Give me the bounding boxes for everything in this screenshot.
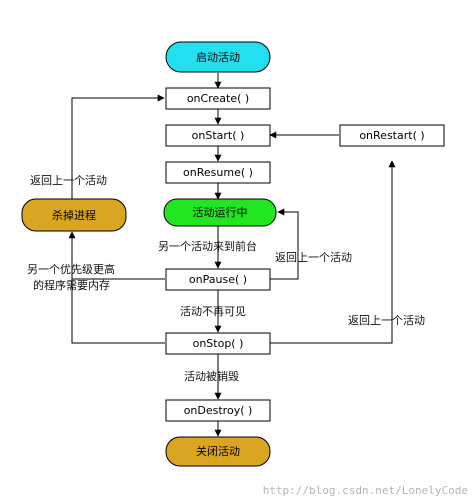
line-onstop-to-kill [71, 279, 165, 344]
node-ondestroy-label: onDestroy( ) [184, 404, 253, 417]
label-not-visible: 活动不再可见 [180, 305, 246, 318]
node-onstart: onStart( ) [165, 124, 271, 147]
node-onstop: onStop( ) [165, 332, 271, 355]
node-end-label: 关闭活动 [196, 444, 240, 458]
arrow-onpause-to-running [270, 208, 299, 280]
watermark: http://blog.csdn.net/LonelyCode [263, 484, 468, 497]
arrow-kill-to-oncreate [71, 94, 165, 199]
node-running: 活动运行中 [163, 198, 277, 227]
node-ondestroy: onDestroy( ) [165, 399, 271, 422]
node-start-label: 启动活动 [196, 51, 240, 64]
node-start: 启动活动 [165, 41, 271, 73]
node-end: 关闭活动 [165, 436, 271, 467]
label-return-right: 返回上一个活动 [348, 314, 425, 327]
node-onresume-label: onResume( ) [183, 166, 253, 179]
node-oncreate: onCreate( ) [165, 87, 271, 110]
node-onstop-label: onStop( ) [193, 337, 244, 350]
node-onrestart: onRestart( ) [339, 124, 445, 147]
node-onrestart-label: onRestart( ) [359, 129, 424, 142]
arrow-onstop-to-onrestart [270, 160, 396, 344]
node-kill-label: 杀掉进程 [52, 208, 96, 222]
connectors [68, 73, 396, 437]
node-kill: 杀掉进程 [21, 198, 127, 232]
node-oncreate-label: onCreate( ) [187, 92, 249, 105]
node-running-label: 活动运行中 [193, 206, 248, 219]
node-onresume: onResume( ) [165, 161, 271, 184]
node-onpause-label: onPause( ) [189, 273, 247, 286]
label-priority-line1: 另一个优先级更高 [27, 262, 115, 276]
label-another-front: 另一个活动来到前台 [158, 239, 257, 253]
label-destroyed: 活动被销毁 [184, 369, 239, 383]
node-onstart-label: onStart( ) [192, 129, 245, 142]
label-return-mid: 返回上一个活动 [275, 251, 352, 264]
node-onpause: onPause( ) [165, 268, 271, 291]
label-priority-line2: 的程序需要内存 [33, 278, 110, 292]
label-return-left: 返回上一个活动 [30, 174, 107, 187]
